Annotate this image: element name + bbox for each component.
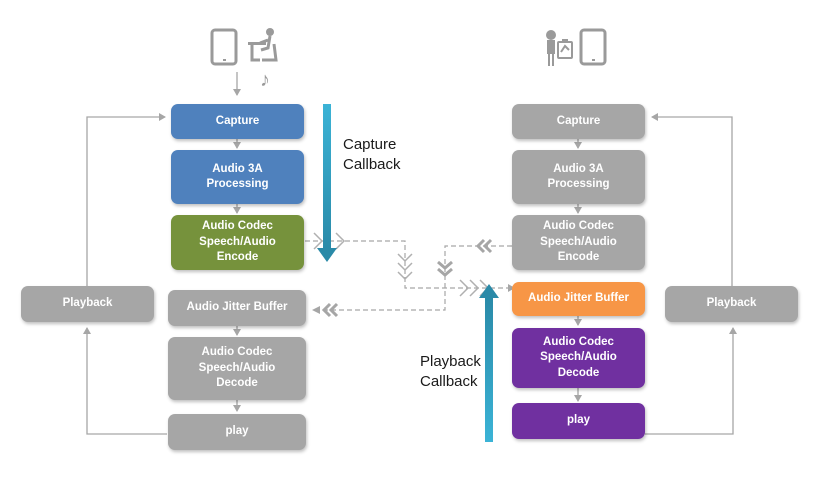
capture-callback-label: Capture Callback [343,136,401,173]
sender-encode-box: Audio Codec Speech/Audio Encode [171,215,304,270]
receiver-audio-3a-box: Audio 3A Processing [512,150,645,204]
receiver-playback-box: Playback [665,286,798,322]
loop-play-to-playback [83,327,167,435]
sender-play-box: play [168,414,306,450]
left-pipeline-arrows [83,72,241,435]
receiver-decode-box: Audio Codec Speech/Audio Decode [512,328,645,388]
sender-jitter-buffer-box: Audio Jitter Buffer [168,290,306,326]
sender-decode-box: Audio Codec Speech/Audio Decode [168,337,306,400]
loop-play-to-playback-right [645,327,737,435]
loop-playback-to-capture [86,113,166,286]
capture-callback-arrow [317,104,337,262]
path-left-encode-to-right-jitter [305,240,508,289]
sender-capture-box: Capture [171,104,304,139]
bold-chevrons [321,238,493,318]
loop-playback-to-capture-right [651,113,733,286]
playback-callback-label: Playback Callback [420,353,481,390]
sender-audio-3a-box: Audio 3A Processing [171,150,304,204]
receiver-play-box: play [512,403,645,439]
student-at-desk-icon [248,28,278,62]
thin-chevrons [313,232,490,297]
receiver-capture-box: Capture [512,104,645,139]
tablet-icon [210,28,238,66]
tablet-icon [579,28,607,66]
sender-playback-box: Playback [21,286,154,322]
arrowhead-to-right-jitter [508,284,515,292]
path-right-encode-to-left-jitter [320,245,512,311]
music-note-icon: ♪ [260,69,270,91]
receiver-encode-box: Audio Codec Speech/Audio Encode [512,215,645,270]
teacher-with-board-icon [546,30,573,66]
receiver-jitter-buffer-box: Audio Jitter Buffer [512,282,645,316]
arrowhead-to-left-jitter [312,306,320,314]
playback-callback-arrow [479,284,499,442]
right-pipeline-arrows [574,113,737,435]
